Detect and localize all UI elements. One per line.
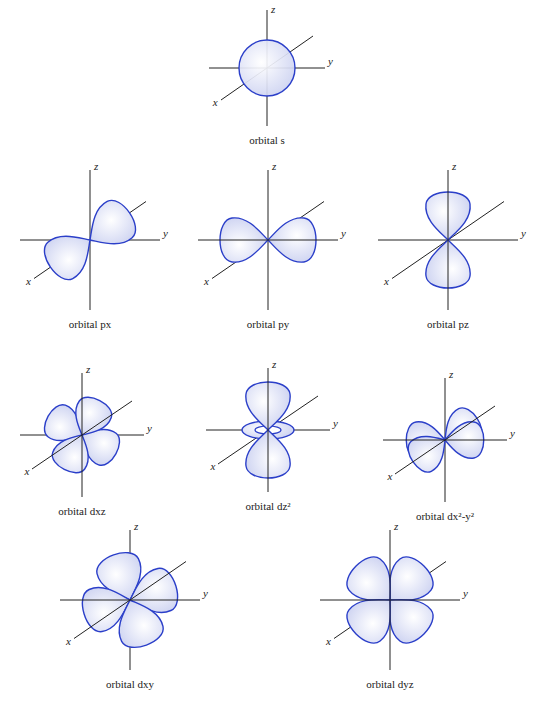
orbital-caption: orbital dz² [245, 500, 290, 512]
axis-label: y [328, 55, 333, 67]
axis-label: z [94, 160, 98, 172]
py-orbital [198, 170, 338, 310]
axis-label: x [25, 465, 30, 477]
dyz-orbital [320, 530, 460, 670]
axis-label: z [86, 363, 90, 375]
orbital-caption: orbital s [249, 134, 285, 146]
axis-label: x [66, 635, 71, 647]
axis-label: z [272, 160, 276, 172]
axis-label: x [211, 460, 216, 472]
axis-label: x [204, 275, 209, 287]
axis-label: y [333, 417, 338, 429]
axis-label: x [26, 275, 31, 287]
orbital-caption: orbital dxz [58, 505, 105, 517]
axis-label: y [147, 422, 152, 434]
axis-label: y [341, 227, 346, 239]
orbital-caption: orbital px [69, 318, 111, 330]
dz2-orbital [206, 368, 330, 492]
dxy-orbital [60, 530, 200, 670]
s-orbital [209, 10, 325, 126]
px-orbital [20, 170, 160, 310]
axis-label: y [463, 587, 468, 599]
orbital-caption: orbital dyz [366, 678, 413, 690]
orbital-caption: orbital py [247, 318, 289, 330]
axis-label: z [452, 160, 456, 172]
axis-label: y [521, 227, 526, 239]
pz-orbital [378, 170, 518, 310]
axis-label: z [394, 520, 398, 532]
dx2y2-orbital [383, 378, 507, 502]
axis-label: y [510, 427, 515, 439]
orbital-caption: orbital pz [427, 318, 469, 330]
axis-label: z [272, 358, 276, 370]
orbital-caption: orbital dxy [106, 678, 154, 690]
axis-label: x [388, 470, 393, 482]
orbital-caption: orbital dx²-y² [416, 510, 474, 522]
axis-label: y [203, 587, 208, 599]
dxz-orbital [20, 373, 144, 497]
axis-label: y [163, 227, 168, 239]
axis-label: z [271, 3, 275, 15]
axis-label: x [213, 96, 218, 108]
axis-label: z [449, 368, 453, 380]
axis-label: z [134, 520, 138, 532]
axis-label: x [384, 275, 389, 287]
axis-label: x [326, 635, 331, 647]
